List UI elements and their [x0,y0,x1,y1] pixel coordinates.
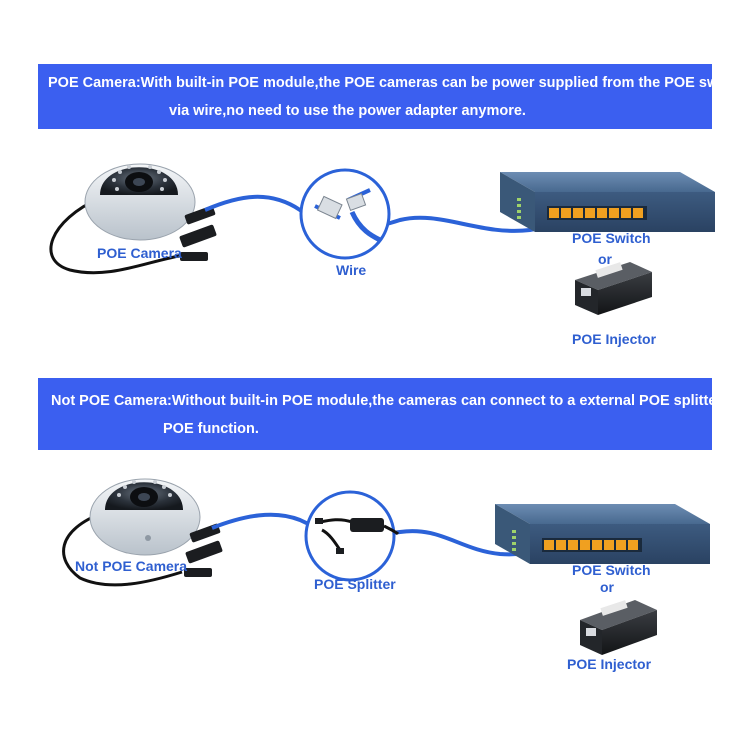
poe-injector-icon [575,262,652,315]
network-switch-icon [500,172,715,232]
banner-line-1: Not POE Camera:Without built-in POE modu… [51,393,740,409]
poe-splitter-icon [304,490,400,582]
banner-not-poe-camera: Not POE Camera:Without built-in POE modu… [38,378,740,450]
banner-line-2: POE function. [163,421,259,437]
dome-camera-icon [84,163,196,241]
banner-line-1: POE Camera:With built-in POE module,the … [48,75,745,91]
poe-camera-diagram [49,163,715,315]
label-or: or [600,579,614,595]
camera-cable [49,196,186,275]
dome-camera-icon [89,478,201,556]
label-poe-switch: POE Switch [572,230,651,246]
label-poe-camera: POE Camera [97,245,182,261]
not-poe-camera-diagram [62,478,710,655]
network-switch-icon [495,504,710,564]
label-poe-injector: POE Injector [567,656,652,672]
label-poe-switch: POE Switch [572,562,651,578]
label-poe-injector: POE Injector [572,331,657,347]
poe-injector-icon [580,600,657,655]
rj45-connector-icon [299,168,391,260]
camera-cable [62,510,183,587]
label-or: or [598,251,612,267]
network-cable [211,512,557,557]
label-wire: Wire [336,262,367,278]
banner-line-2: via wire,no need to use the power adapte… [169,103,526,119]
label-not-poe-camera: Not POE Camera [75,558,188,574]
banner-poe-camera: POE Camera:With built-in POE module,the … [38,64,745,129]
label-poe-splitter: POE Splitter [314,576,396,592]
